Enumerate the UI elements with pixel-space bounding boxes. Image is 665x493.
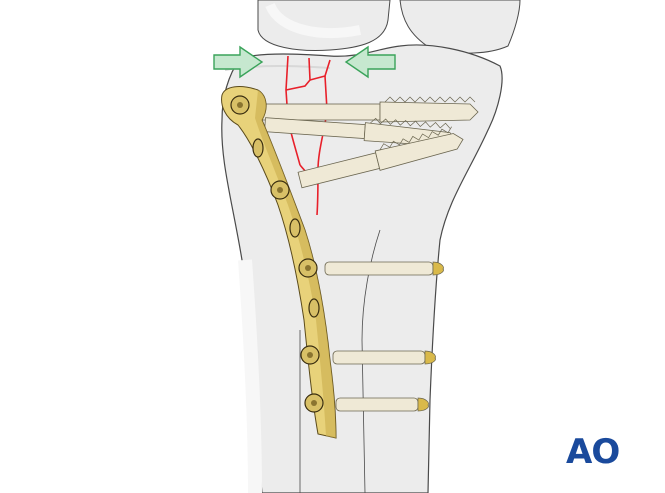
shaft-screws [324,261,444,412]
femur-condyles [257,0,521,54]
bone-plate [221,86,337,439]
arrow-left-icon [344,45,396,79]
plate-holes [230,95,324,413]
shaft-screw-2 [332,350,436,365]
shaft-screw-3 [335,397,429,412]
proximal-screw-3 [297,126,464,189]
ao-logo: AO [566,432,620,472]
arrow-right-icon [213,45,264,79]
proximal-screws [259,96,479,189]
shaft-screw-1 [324,261,444,276]
compression-arrows [213,45,396,79]
proximal-screw-1 [259,96,479,123]
